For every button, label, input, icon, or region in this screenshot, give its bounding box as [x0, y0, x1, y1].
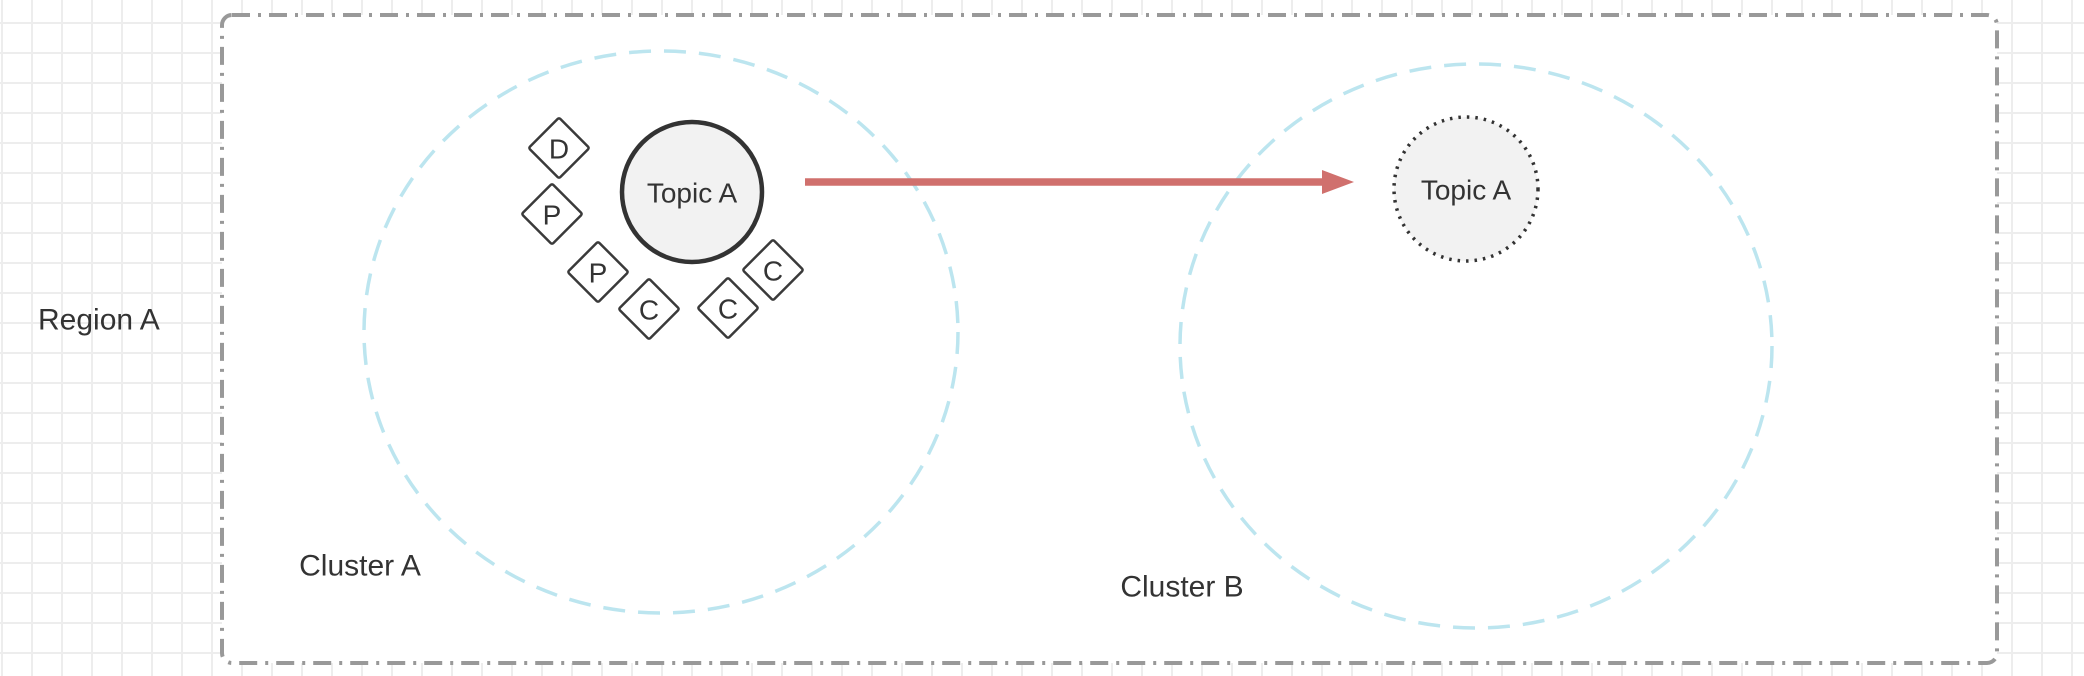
diamond-node-p2: P [567, 241, 629, 303]
diamond-letter: C [763, 256, 783, 287]
diamond-node-p1: P [521, 183, 583, 245]
topic-a-node-cluster-a: Topic A [619, 119, 765, 265]
diamond-letter: D [549, 134, 569, 165]
diamond-shape [742, 239, 804, 301]
replication-arrow [805, 170, 1354, 194]
topic-a-node-cluster-b: Topic A [1392, 115, 1540, 263]
diamond-letter: C [639, 295, 659, 326]
diamond-node-c2: C [697, 277, 759, 339]
diamond-letter: P [589, 258, 608, 289]
region-a-boundary [220, 13, 1999, 665]
topic-a-label-cluster-a: Topic A [647, 178, 738, 209]
diamond-shape [697, 277, 759, 339]
cluster-b-boundary [1178, 62, 1774, 630]
topic-a-circle-cluster-a [619, 119, 765, 265]
diamond-shape [521, 183, 583, 245]
diamond-letter: P [543, 200, 562, 231]
topic-a-label-cluster-b: Topic A [1421, 175, 1512, 206]
region-a-label: Region A [38, 304, 160, 337]
diamond-node-c3: C [742, 239, 804, 301]
cluster-a-boundary [362, 49, 960, 615]
replication-arrow-head [1322, 170, 1354, 194]
diamond-node-c1: C [618, 278, 680, 340]
diamond-shape [528, 117, 590, 179]
diamond-shape [618, 278, 680, 340]
diamond-node-d: D [528, 117, 590, 179]
cluster-b-label: Cluster B [1120, 571, 1243, 604]
diamond-letter: C [718, 294, 738, 325]
cluster-a-label: Cluster A [299, 550, 421, 583]
topic-a-circle-cluster-b [1392, 115, 1540, 263]
diamond-shape [567, 241, 629, 303]
